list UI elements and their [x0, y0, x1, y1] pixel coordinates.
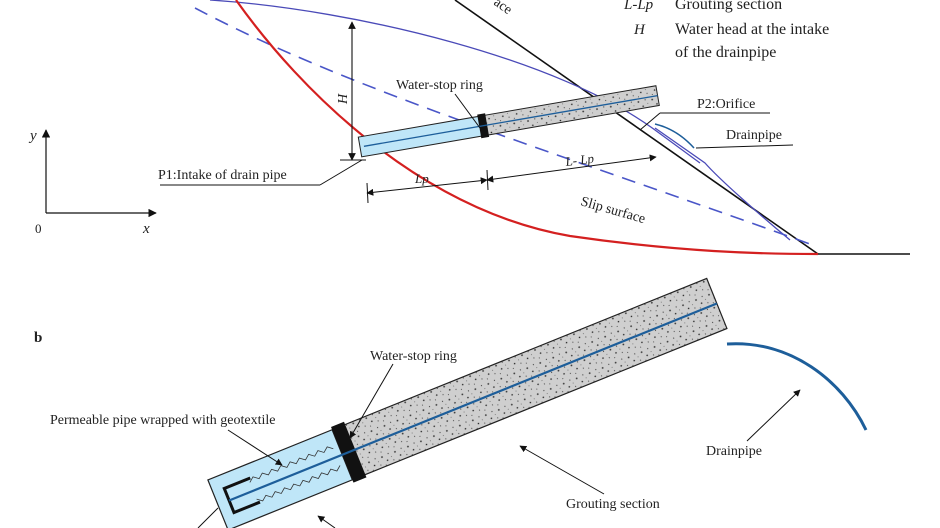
l-minus-lp-dimension-label: L- Lp	[564, 151, 596, 170]
drainpipe-leader-a	[695, 144, 794, 149]
panel-b-label: b	[34, 330, 42, 346]
geotextile-wrap-bottom	[256, 465, 341, 502]
water-stop-ring-leader-a	[454, 93, 481, 129]
drainpipe-label-b: Drainpipe	[706, 444, 762, 459]
water-stop-ring-label-b: Water-stop ring	[370, 349, 457, 364]
slope-surface-label: ace	[491, 0, 515, 18]
lp-dimension-line	[366, 177, 488, 196]
panel-a: y x 0 ace H Lp L- Lp Wa	[28, 0, 910, 256]
dashed-phreatic-line	[194, 7, 811, 245]
legend-head-description-line2: of the drainpipe	[675, 44, 776, 61]
drain-pipe-b	[207, 277, 728, 528]
legend-head-symbol: H	[633, 22, 646, 38]
drainpipe-outlet-b	[726, 342, 868, 431]
water-stop-ring-label-a: Water-stop ring	[396, 78, 483, 93]
orifice-label: P2:Orifice	[697, 97, 755, 112]
lp-tick-left	[366, 182, 369, 204]
x-axis-label: x	[142, 221, 150, 237]
intake-label: P1:Intake of drain pipe	[158, 168, 287, 183]
drainpipe-outlet-a	[654, 123, 695, 149]
slip-surface-curve	[235, 0, 819, 256]
legend-grouting-symbol: L-Lp	[623, 0, 654, 13]
l-minus-lp-dimension-line	[486, 154, 657, 183]
intake-bracket-b	[222, 476, 261, 515]
grouting-section-label: Grouting section	[566, 497, 660, 512]
geotextile-wrap-top	[249, 446, 334, 483]
phreatic-line-lower	[654, 127, 791, 241]
intake-leader	[319, 159, 363, 186]
legend: L-Lp Grouting section H Water head at th…	[623, 0, 829, 61]
water-stop-ring-leader-b	[349, 363, 394, 439]
intake-leader-b	[197, 507, 219, 528]
slip-surface-label: Slip surface	[579, 194, 647, 227]
permeable-pipe-label: Permeable pipe wrapped with geotextile	[50, 413, 275, 428]
lp-dimension-label: Lp	[414, 171, 429, 186]
legend-grouting-description: Grouting section	[675, 0, 782, 13]
inner-tube-a	[363, 94, 658, 147]
legend-head-description-line1: Water head at the intake	[675, 21, 829, 38]
orifice-leader	[639, 112, 661, 131]
drain-pipe-a	[357, 85, 660, 158]
coordinate-axes	[41, 129, 157, 218]
permeable-pipe-leader	[227, 429, 283, 466]
cut-off-leader-b	[317, 515, 336, 528]
drainpipe-label-a: Drainpipe	[726, 128, 782, 143]
inner-tube-b	[228, 302, 718, 502]
grouting-section-leader	[519, 445, 605, 495]
origin-label: 0	[35, 221, 42, 236]
panel-b: b Water-stop ring Permeable pipe wrapped…	[34, 277, 868, 528]
y-axis-label: y	[28, 128, 37, 144]
head-dimension-label: H	[336, 93, 351, 105]
drainpipe-leader-b	[746, 389, 801, 442]
